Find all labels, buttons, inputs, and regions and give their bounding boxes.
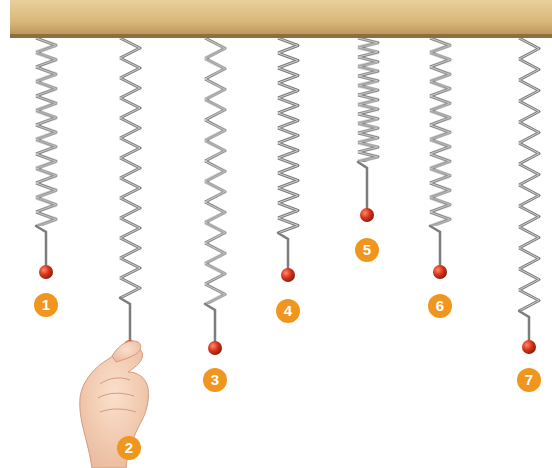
callout-number: 4 xyxy=(276,299,300,323)
callout-number: 7 xyxy=(517,368,541,392)
callout-number: 1 xyxy=(34,293,58,317)
callout-number: 5 xyxy=(355,238,379,262)
callout-number: 2 xyxy=(117,436,141,460)
callout-number: 6 xyxy=(428,294,452,318)
callout-number: 3 xyxy=(203,368,227,392)
